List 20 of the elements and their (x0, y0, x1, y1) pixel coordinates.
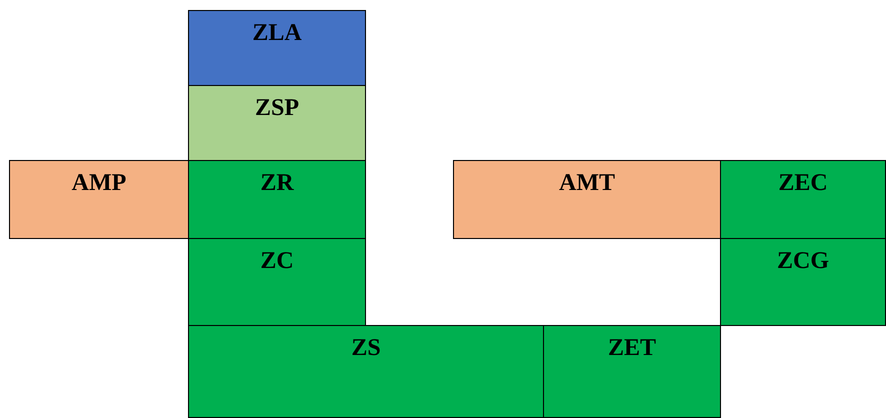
grid-block (453, 160, 721, 239)
grid-block (188, 85, 366, 161)
block-label: AMP (72, 169, 126, 198)
grid-block (188, 10, 366, 86)
grid-block (188, 325, 544, 418)
grid-block (188, 238, 366, 326)
grid-block (188, 160, 366, 239)
block-label: ZR (260, 169, 294, 198)
grid-block (543, 325, 721, 418)
block-label: ZET (608, 334, 656, 363)
block-label: AMT (559, 169, 615, 198)
block-label: ZC (260, 247, 294, 276)
block-label: ZLA (252, 19, 302, 48)
grid-block (720, 238, 886, 326)
block-label: ZCG (776, 247, 829, 276)
block-label: ZS (351, 334, 381, 363)
block-label: ZSP (254, 94, 299, 123)
block-label: ZEC (778, 169, 828, 198)
grid-block (9, 160, 189, 239)
grid-block (720, 160, 886, 239)
